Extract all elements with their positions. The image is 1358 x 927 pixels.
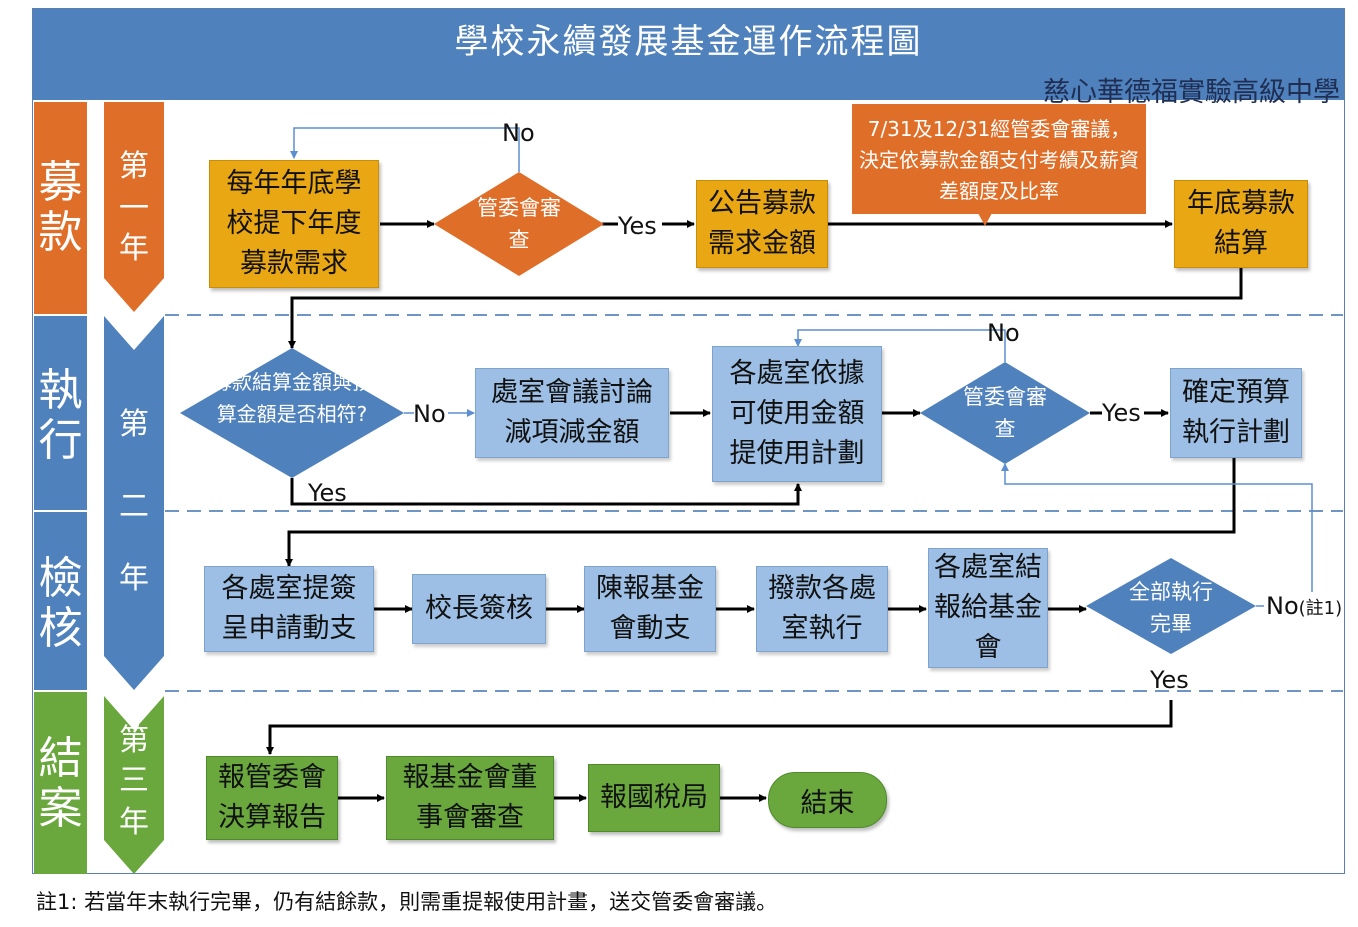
label-no-4-note: (註1) (1298, 598, 1343, 619)
node-office-report: 各處室結報給基金會 (928, 548, 1048, 668)
year1-char-1: 第 (119, 149, 149, 184)
label-yes-1: Yes (618, 212, 657, 240)
band-fundraising (34, 102, 87, 314)
year1-chevron (104, 102, 164, 312)
band-execution (34, 316, 87, 510)
diamond-label-committee-2: 管委會審查 (963, 385, 1047, 441)
node-report-fund: 陳報基金會動支 (584, 566, 716, 652)
label-no-3: No (987, 319, 1020, 347)
label-no-1: No (502, 119, 535, 147)
label-yes-4: Yes (1150, 666, 1189, 694)
node-end: 結束 (768, 772, 887, 828)
label-no-4-text: No (1266, 592, 1299, 620)
year3-chevron (104, 696, 164, 874)
node-office-request: 各處室提簽呈申請動支 (204, 566, 374, 652)
phase-label-execution: 執行 (38, 365, 83, 466)
footnote: 註1: 若當年末執行完畢，仍有結餘款，則需重提報使用計畫，送交管委會審議。 (36, 890, 778, 914)
node-yearend-settle: 年底募款結算 (1174, 180, 1308, 268)
phase-label-closing: 結案 (38, 733, 83, 834)
decision-diamond-all-done (1086, 558, 1256, 654)
decision-diamond-committee-2 (920, 362, 1090, 464)
node-report-committee: 報管委會決算報告 (206, 756, 338, 840)
label-yes-3: Yes (1102, 399, 1141, 427)
node-tax-bureau: 報國稅局 (588, 764, 720, 832)
yes-connector (290, 478, 802, 506)
year2-char-2: 二 (119, 489, 149, 524)
page-title: 學校永續發展基金運作流程圖 (454, 22, 923, 62)
phase-label-review: 檢核 (38, 553, 83, 654)
band-review (34, 512, 87, 690)
decision-diamond-match (180, 348, 404, 478)
arrow (288, 268, 1243, 349)
year2-char-1: 第 (119, 407, 149, 442)
school-name: 慈心華德福實驗高級中學 (1043, 77, 1340, 108)
phase-label-fundraising: 募款 (38, 157, 83, 258)
callout-review-note: 7/31及12/31經管委會審議，決定依募款金額支付考績及薪資差額度及比率 (852, 104, 1146, 214)
node-fund-board: 報基金會董事會審查 (386, 756, 554, 840)
diagram-frame (32, 8, 1345, 874)
callout-pointer (978, 213, 992, 226)
node-yearend-need: 每年年底學校提下年度募款需求 (209, 160, 379, 288)
diamond-label-committee-1: 管委會審查 (477, 196, 561, 252)
diamond-label-all-done: 全部執行完畢 (1129, 580, 1213, 636)
year1-char-3: 年 (119, 231, 149, 266)
node-allocate: 撥款各處室執行 (756, 566, 888, 652)
label-no-2: No (413, 400, 446, 428)
diamond-label-match: 募款結算金額與預算金額是否相符? (212, 370, 372, 426)
year1-char-2: 一 (119, 191, 149, 226)
year2-char-3: 年 (119, 561, 149, 596)
no-loop-connector (794, 329, 1006, 362)
node-principal-sign: 校長簽核 (412, 574, 546, 644)
node-office-meeting: 處室會議討論減項減金額 (475, 368, 669, 458)
node-confirm-budget: 確定預算執行計劃 (1170, 368, 1302, 458)
node-office-plan: 各處室依據可使用金額提使用計劃 (712, 346, 882, 482)
arrow (285, 458, 1236, 567)
year3-char-2: 三 (119, 763, 149, 798)
yes-connector (266, 700, 1173, 755)
label-yes-2: Yes (308, 479, 347, 507)
label-no-4: No(註1) (1266, 592, 1342, 620)
node-announce-amount: 公告募款需求金額 (696, 180, 828, 268)
year3-char-3: 年 (119, 805, 149, 840)
year2-chevron (104, 316, 164, 690)
band-closing (34, 692, 87, 874)
decision-diamond-committee-1 (434, 172, 604, 276)
year3-char-1: 第 (119, 723, 149, 758)
title-bar (32, 8, 1345, 100)
no-loop-connector (1001, 463, 1313, 592)
no-loop-connector (290, 127, 520, 172)
